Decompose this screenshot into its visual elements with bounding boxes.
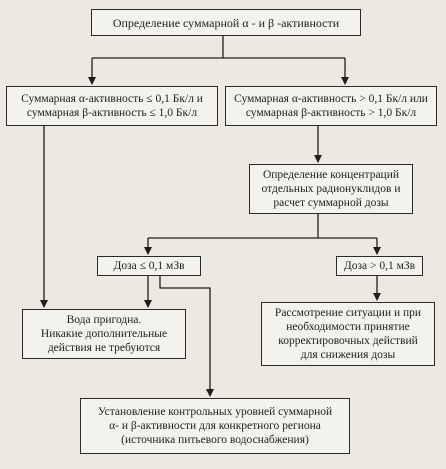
box-right-condition-text: Суммарная α-активность > 0,1 Бк/л или су… [234,93,428,119]
box-dose-high: Доза > 0,1 мЗв [336,256,423,276]
box-right-condition: Суммарная α-активность > 0,1 Бк/л или су… [225,86,437,126]
box-left-condition: Суммарная α-активность ≤ 0,1 Бк/л и сумм… [6,86,218,126]
box-control-levels-text: Установление контрольных уровней суммарн… [97,406,333,446]
box-actions-text: Рассмотрение ситуации и при необходимост… [274,307,422,361]
box-water-ok: Вода пригодна. Никакие дополнительные де… [22,309,186,359]
box-dose-low: Доза ≤ 0,1 мЗв [97,256,201,276]
box-nuclides-text: Определение концентраций отдельных радио… [261,169,401,209]
box-actions: Рассмотрение ситуации и при необходимост… [261,302,435,366]
box-root-text: Определение суммарной α - и β -активност… [112,15,340,30]
box-dose-low-text: Доза ≤ 0,1 мЗв [113,260,185,272]
box-dose-high-text: Доза > 0,1 мЗв [343,260,416,272]
box-root: Определение суммарной α - и β -активност… [91,9,361,36]
box-control-levels: Установление контрольных уровней суммарн… [80,398,350,454]
arrow-dose-low-to-control [159,276,214,397]
box-nuclides: Определение концентраций отдельных радио… [249,164,413,214]
box-left-condition-text: Суммарная α-активность ≤ 0,1 Бк/л и сумм… [21,93,203,119]
box-water-ok-text: Вода пригодна. Никакие дополнительные де… [40,314,168,354]
